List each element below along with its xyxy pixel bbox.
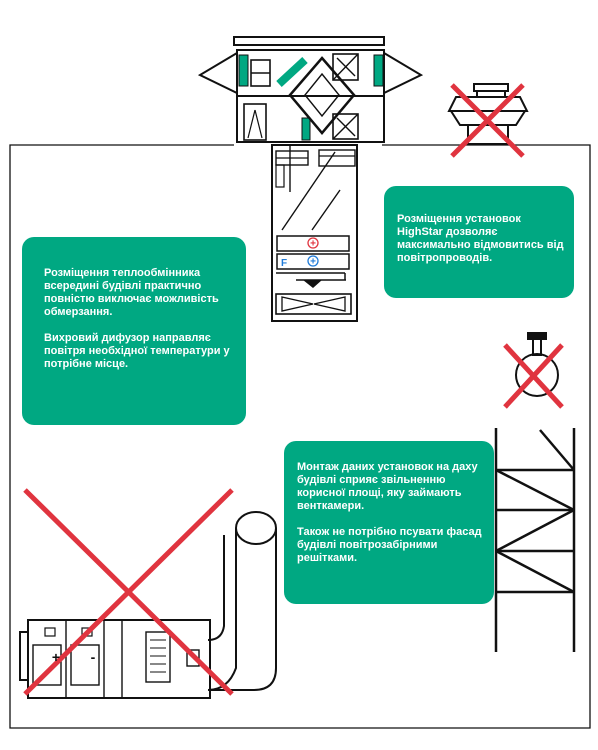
callout-bottom-paragraph-2: Також не потрібно псувати фасад будівлі … [297,526,482,564]
crossed-ground-ahu [19,488,277,699]
callout-left-paragraph-2: Вихровий дифузор направляє повітря необх… [44,332,230,370]
highstar-roof-unit [197,36,424,143]
crossed-roof-fan [447,83,529,158]
vertical-supply-unit [271,144,358,322]
building-outline [9,144,591,729]
filter-letter: F [281,258,287,269]
facade-ladder [494,428,576,652]
callout-left-paragraph-1: Розміщення теплообмінника всередині буді… [44,267,219,318]
battery-minus-sign: - [91,649,96,665]
heater-sign: + [310,239,316,250]
crossed-wall-fan [503,332,564,409]
callout-right-paragraph-1: Розміщення установок HighStar дозволяє м… [397,213,564,264]
battery-plus-sign: + [52,649,60,665]
callout-bottom-paragraph-1: Монтаж даних установок на даху будівлі с… [297,461,478,512]
filter-symbol [307,255,319,267]
heater-symbol [307,237,319,249]
filter-sign: + [310,257,316,268]
callout-roof-mounting: Монтаж даних установок на даху будівлі с… [284,441,494,604]
callout-heat-exchanger-placement: Розміщення теплообмінника всередині буді… [22,237,246,425]
callout-highstar-ducts: Розміщення установок HighStar дозволяє м… [384,186,574,298]
